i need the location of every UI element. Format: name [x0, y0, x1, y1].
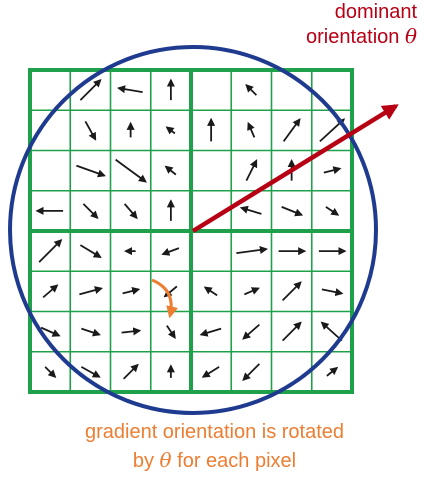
gradient-arrows [35, 78, 347, 382]
caption-line2: by θ for each pixel [0, 446, 429, 475]
dominant-orientation-arrow [191, 104, 399, 233]
gradient-arrow [201, 366, 220, 378]
gradient-arrow [320, 321, 343, 342]
gradient-arrow [122, 287, 141, 295]
gradient-arrow [44, 366, 57, 379]
caption-theta-symbol: θ [159, 448, 172, 472]
gradient-arrow [79, 286, 103, 296]
gradient-arrow [80, 366, 101, 378]
gradient-arrow [281, 281, 302, 302]
gradient-arrow [166, 325, 176, 339]
gradient-arrow [244, 287, 260, 296]
gradient-arrow [82, 203, 99, 220]
gradient-arrow [76, 164, 106, 178]
dominant-label-orientation: orientation [305, 26, 400, 48]
gradient-arrow [115, 158, 147, 183]
gradient-arrow [281, 321, 302, 342]
gradient-arrow [79, 78, 102, 101]
dominant-label-line2: orientation θ [306, 24, 417, 49]
gradient-arrow [203, 286, 218, 297]
pixel-grid [28, 68, 354, 394]
gradient-arrow [282, 118, 301, 142]
theta-symbol: θ [404, 24, 417, 48]
gradient-arrow [38, 238, 63, 263]
gradient-arrow [325, 206, 340, 216]
gradient-arrow [40, 326, 61, 337]
gradient-arrow [242, 323, 260, 340]
gradient-arrow [161, 247, 180, 256]
gradient-arrow [79, 244, 102, 258]
caption-line1: gradient orientation is rotated [84, 421, 345, 443]
gradient-arrow [121, 327, 142, 336]
gradient-arrow [163, 285, 178, 298]
gradient-arrow [81, 327, 101, 337]
gradient-arrow [42, 284, 59, 299]
gradient-arrow [164, 165, 177, 176]
caption-suffix: for each pixel [177, 450, 297, 472]
gradient-arrow [239, 205, 262, 215]
gradient-arrow [84, 120, 97, 141]
gradient-arrow [236, 245, 268, 255]
gradient-arrow [247, 121, 256, 138]
caption-by: by [132, 450, 154, 472]
caption: gradient orientation is rotated by θ for… [0, 418, 429, 475]
gradient-arrow [245, 83, 258, 96]
gradient-arrow [165, 126, 176, 135]
gradient-arrow [123, 203, 138, 220]
gradient-arrow [281, 206, 304, 217]
dominant-label-line1: dominant [334, 1, 417, 23]
rotation-arrow-icon [151, 278, 179, 319]
gradient-arrow [321, 288, 344, 297]
gradient-arrow [122, 363, 139, 380]
gradient-arrow [242, 363, 261, 382]
dominant-orientation-label: dominant orientation θ [306, 0, 417, 49]
gradient-arrow [117, 85, 143, 94]
gradient-arrow [326, 366, 339, 377]
gradient-arrow [323, 166, 342, 175]
keypoint-circle [8, 45, 378, 415]
gradient-arrow [199, 327, 222, 337]
gradient-arrow [245, 159, 258, 182]
